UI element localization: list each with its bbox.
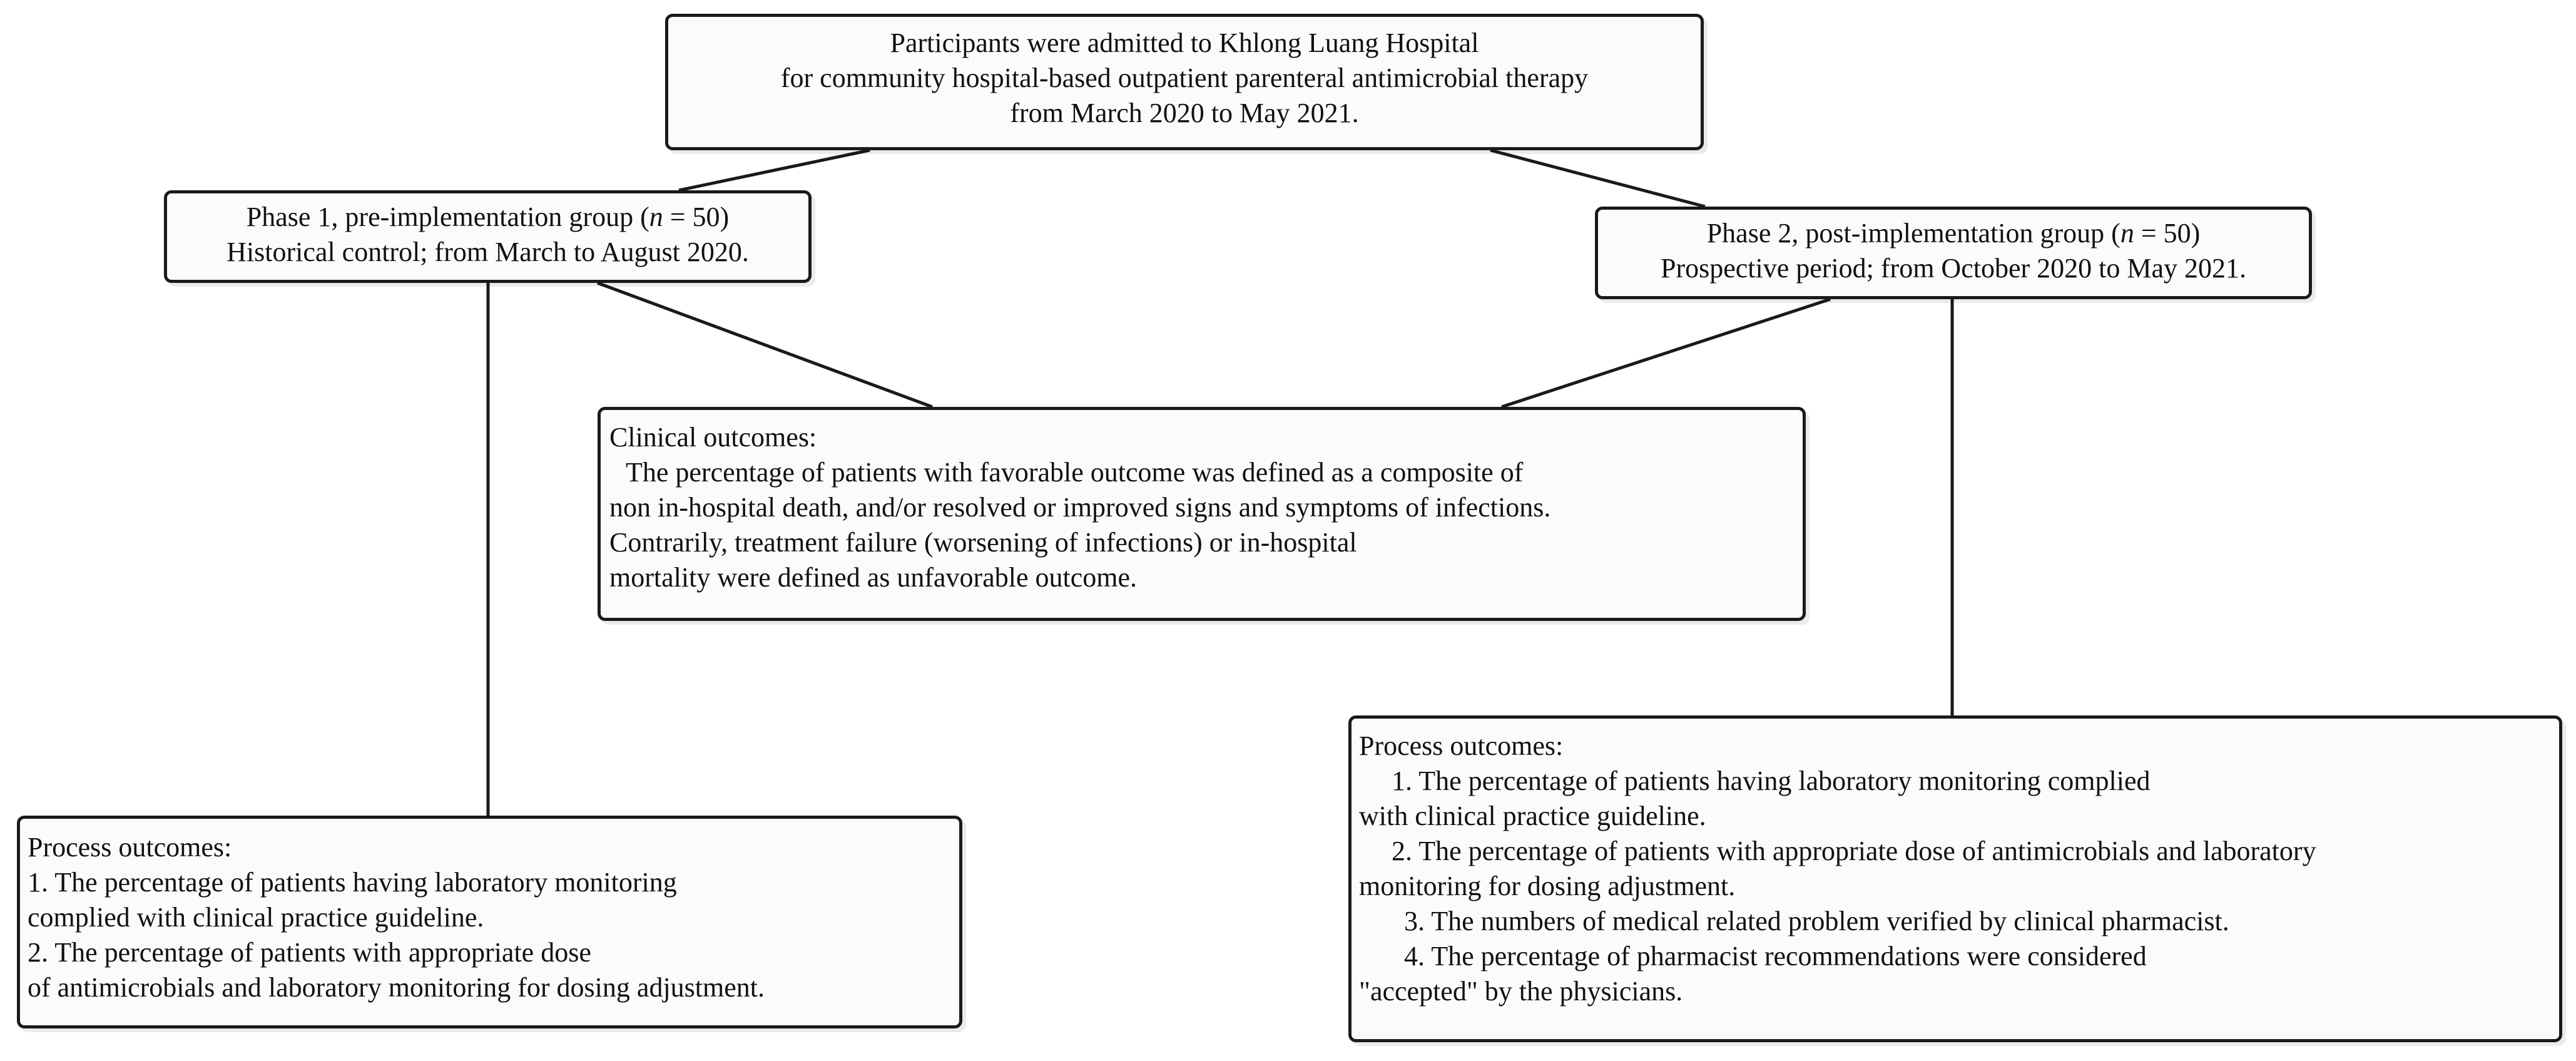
process1-line-4: of antimicrobials and laboratory monitor… [28,972,765,1003]
process-outcomes-phase1-box: Process outcomes: 1. The percentage of p… [17,816,962,1028]
process2-title: Process outcomes: [1359,730,1564,761]
phase2-title-suffix: = 50) [2134,218,2201,249]
process-outcomes-phase2-box: Process outcomes: 1. The percentage of p… [1348,715,2562,1042]
process2-line-7: "accepted" by the physicians. [1359,976,1683,1007]
clinical-outcomes-box: Clinical outcomes: The percentage of pat… [598,407,1806,621]
process1-line-1: 1. The percentage of patients having lab… [28,867,677,898]
process2-line-4: monitoring for dosing adjustment. [1359,871,1736,901]
process1-line-3: 2. The percentage of patients with appro… [28,937,591,968]
connector-participants-to-phase2 [1490,148,1706,208]
phase2-box: Phase 2, post-implementation group (n = … [1595,207,2312,299]
process2-line-2: with clinical practice guideline. [1359,801,1706,831]
participants-line-3: from March 2020 to May 2021. [1010,98,1359,128]
process1-title: Process outcomes: [28,832,232,863]
phase2-n-symbol: n [2120,218,2134,249]
phase1-period: Historical control; from March to August… [227,237,749,267]
clinical-outcomes-line-1: The percentage of patients with favorabl… [626,457,1524,488]
clinical-outcomes-line-3: Contrarily, treatment failure (worsening… [609,527,1357,558]
connector-phase1-to-clinical [597,281,933,409]
process1-line-2: complied with clinical practice guidelin… [28,902,484,933]
process2-line-6: 4. The percentage of pharmacist recommen… [1404,941,2147,971]
connector-participants-to-phase1 [678,148,870,192]
participants-box: Participants were admitted to Khlong Lua… [665,14,1704,150]
participants-line-2: for community hospital-based outpatient … [780,63,1589,93]
clinical-outcomes-line-4: mortality were defined as unfavorable ou… [609,562,1138,593]
process2-line-1: 1. The percentage of patients having lab… [1392,766,2151,796]
phase1-title-suffix: = 50) [663,202,730,232]
phase1-title-prefix: Phase 1, pre-implementation group ( [246,202,649,232]
participants-line-1: Participants were admitted to Khlong Lua… [890,28,1479,58]
phase2-title-prefix: Phase 2, post-implementation group ( [1706,218,2120,249]
clinical-outcomes-line-2: non in-hospital death, and/or resolved o… [609,492,1551,523]
connector-phase2-to-clinical [1501,297,1831,409]
phase1-n-symbol: n [649,202,663,232]
clinical-outcomes-title: Clinical outcomes: [609,422,817,453]
phase2-title: Phase 2, post-implementation group (n = … [1598,216,2309,251]
phase2-period: Prospective period; from October 2020 to… [1660,253,2247,284]
phase1-box: Phase 1, pre-implementation group (n = 5… [164,190,812,283]
process2-line-5: 3. The numbers of medical related proble… [1404,906,2229,936]
process2-line-3: 2. The percentage of patients with appro… [1392,836,2316,866]
phase1-title: Phase 1, pre-implementation group (n = 5… [167,200,808,235]
